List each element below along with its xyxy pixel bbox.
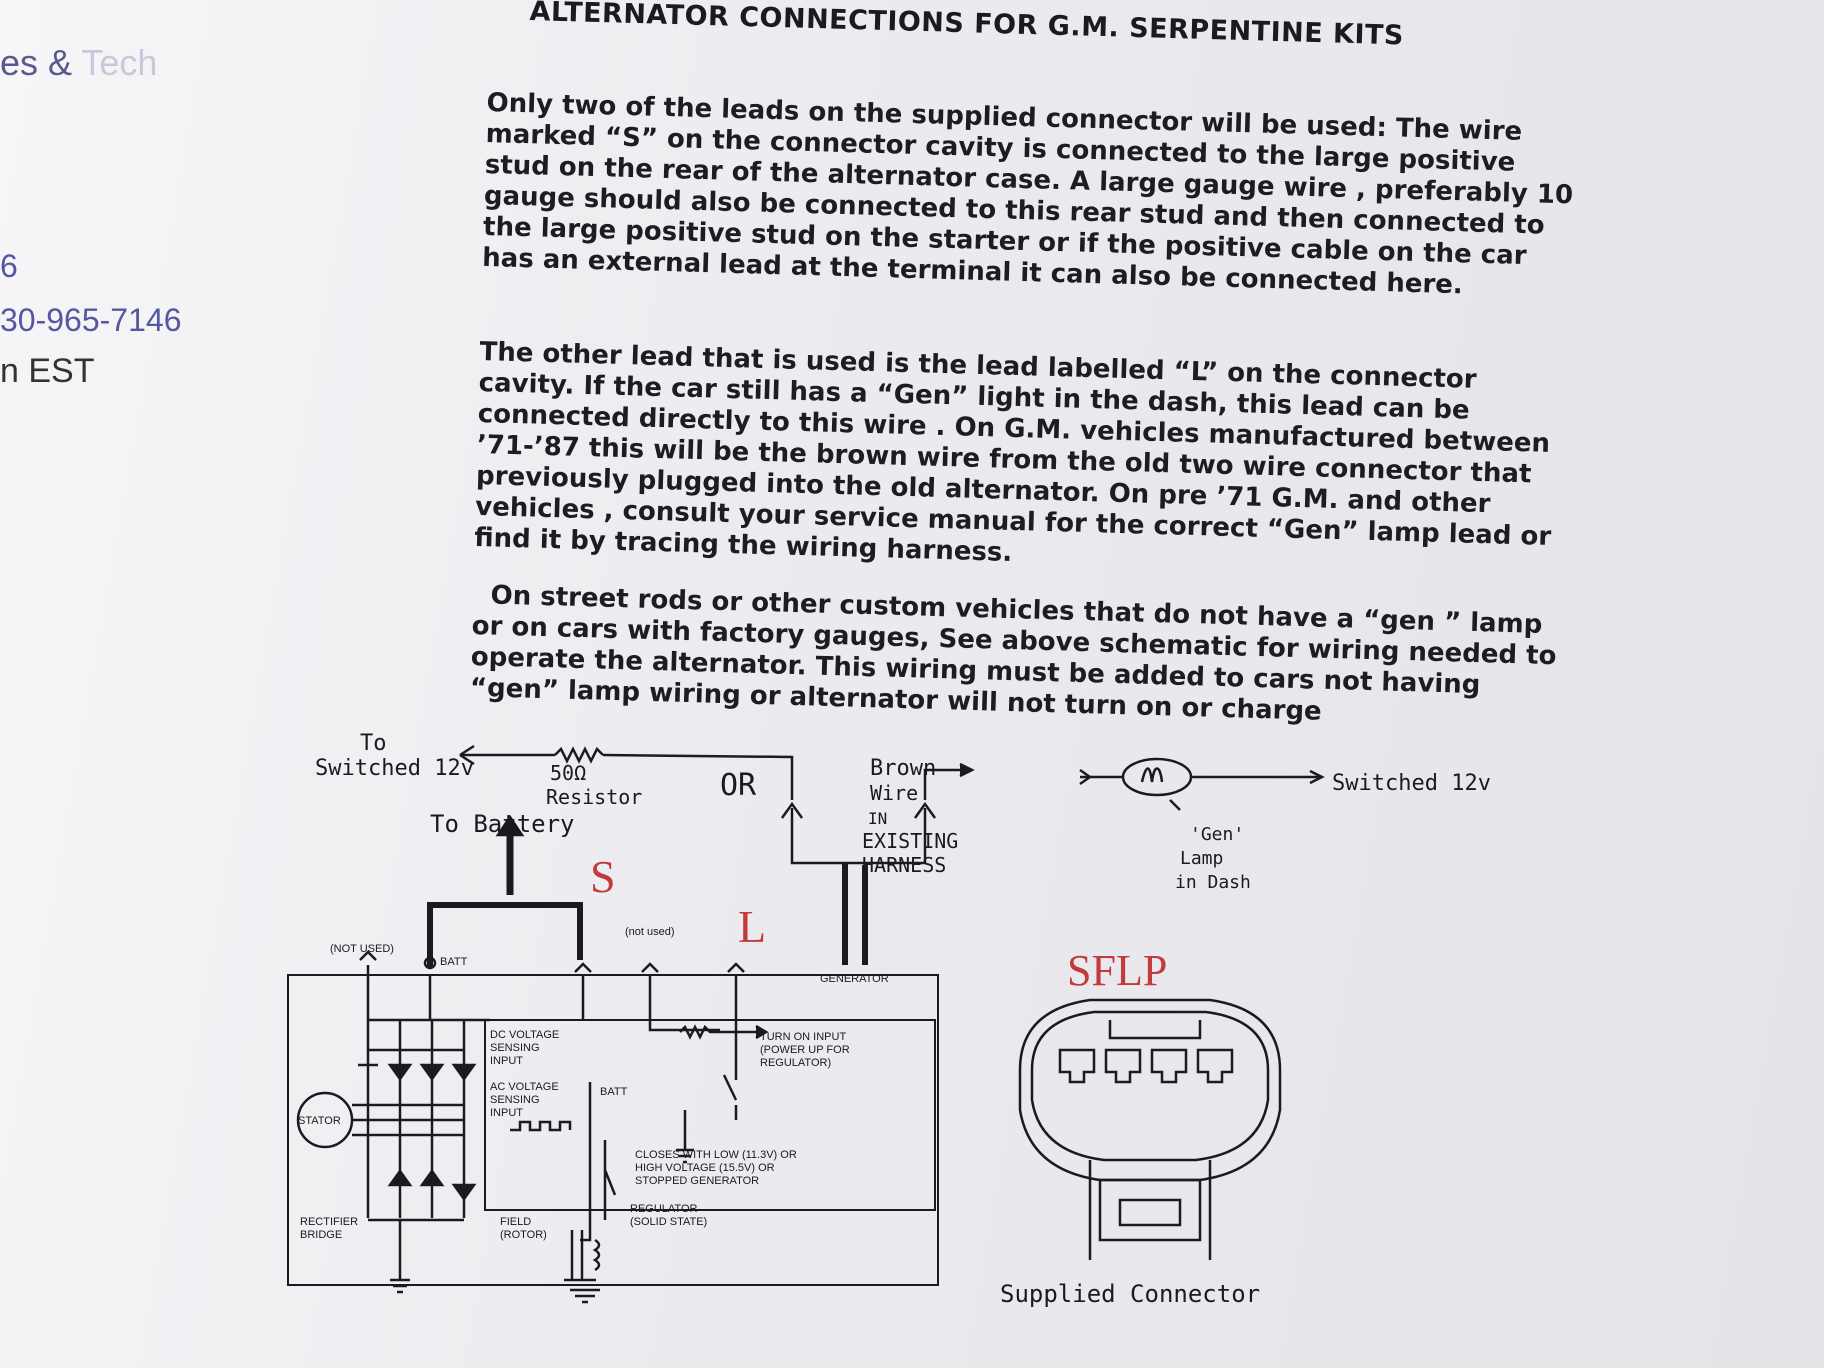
label-field-1: FIELD bbox=[500, 1216, 531, 1228]
connector-drawing bbox=[1018, 998, 1282, 1260]
label-or: OR bbox=[720, 768, 757, 803]
label-not-used: (NOT USED) bbox=[330, 943, 394, 955]
label-dc-sensing-2: SENSING bbox=[490, 1042, 540, 1054]
label-dc-sensing-3: INPUT bbox=[490, 1055, 523, 1067]
label-sflp: SFLP bbox=[1067, 946, 1167, 995]
sidebar-phone-number[interactable]: 30-965-7146 bbox=[0, 302, 182, 338]
sidebar-link-text: es & bbox=[0, 42, 82, 83]
document-title: ALTERNATOR CONNECTIONS FOR G.M. SERPENTI… bbox=[529, 0, 1405, 52]
label-brown: Brown bbox=[870, 756, 936, 781]
label-regulator-2: (SOLID STATE) bbox=[630, 1216, 707, 1228]
paragraph-street-rods: On street rods or other custom vehicles … bbox=[469, 580, 1557, 727]
label-switched-12v-right: Switched 12v bbox=[1332, 771, 1491, 796]
label-switched-12v-left: Switched 12v bbox=[315, 756, 474, 781]
label-closes-3: STOPPED GENERATOR bbox=[635, 1175, 759, 1187]
label-gen: 'Gen' bbox=[1190, 824, 1244, 845]
label-batt: BATT bbox=[440, 956, 468, 968]
label-to: To bbox=[360, 731, 387, 756]
label-s-terminal: S bbox=[590, 851, 616, 902]
sidebar-hours-text: n EST bbox=[0, 352, 95, 390]
label-closes-2: HIGH VOLTAGE (15.5V) OR bbox=[635, 1162, 775, 1174]
label-turn-on-1: TURN ON INPUT bbox=[760, 1031, 846, 1043]
label-l-terminal: L bbox=[738, 901, 766, 952]
sidebar-panel: es & Tech 6 30-965-7146 n EST bbox=[0, 0, 230, 1368]
label-in: IN bbox=[868, 809, 887, 828]
label-regulator-1: REGULATOR bbox=[630, 1203, 697, 1215]
label-resistor-value: 50Ω bbox=[550, 761, 586, 785]
wiring-diagram: To Switched 12v 50Ω Resistor OR Brown Wi… bbox=[287, 731, 1491, 1308]
label-field-2: (ROTOR) bbox=[500, 1229, 547, 1241]
sidebar-link-faded-text: Tech bbox=[81, 42, 158, 83]
label-existing: EXISTING bbox=[862, 829, 958, 853]
label-ac-sensing-1: AC VOLTAGE bbox=[490, 1081, 559, 1093]
label-ac-sensing-3: INPUT bbox=[490, 1107, 523, 1119]
label-lamp: Lamp bbox=[1180, 848, 1223, 869]
label-batt-inner: BATT bbox=[600, 1086, 628, 1098]
label-rectifier-2: BRIDGE bbox=[300, 1229, 342, 1241]
label-generator: GENERATOR bbox=[820, 973, 889, 985]
label-turn-on-2: (POWER UP FOR bbox=[760, 1044, 850, 1056]
label-resistor: Resistor bbox=[546, 785, 642, 809]
label-supplied-connector: Supplied Connector bbox=[1000, 1280, 1260, 1308]
label-harness: HARNESS bbox=[862, 853, 946, 877]
label-in-dash: in Dash bbox=[1175, 872, 1251, 893]
label-closes-1: CLOSES WITH LOW (11.3V) OR bbox=[635, 1149, 797, 1161]
label-to-battery: To Battery bbox=[430, 810, 575, 838]
paragraph-l-wire: The other lead that is used is the lead … bbox=[473, 337, 1552, 568]
label-ac-sensing-2: SENSING bbox=[490, 1094, 540, 1106]
label-turn-on-3: REGULATOR) bbox=[760, 1057, 831, 1069]
label-rectifier-1: RECTIFIER bbox=[300, 1216, 358, 1228]
label-wire: Wire bbox=[870, 781, 918, 805]
paragraph-s-wire: Only two of the leads on the supplied co… bbox=[481, 88, 1574, 301]
label-dc-sensing-1: DC VOLTAGE bbox=[490, 1029, 559, 1041]
sidebar-link-products-tech[interactable]: es & Tech bbox=[0, 42, 157, 84]
label-not-used-2: (not used) bbox=[625, 926, 675, 938]
label-stator: STATOR bbox=[298, 1115, 341, 1127]
sidebar-phone-fragment[interactable]: 6 bbox=[0, 248, 18, 284]
